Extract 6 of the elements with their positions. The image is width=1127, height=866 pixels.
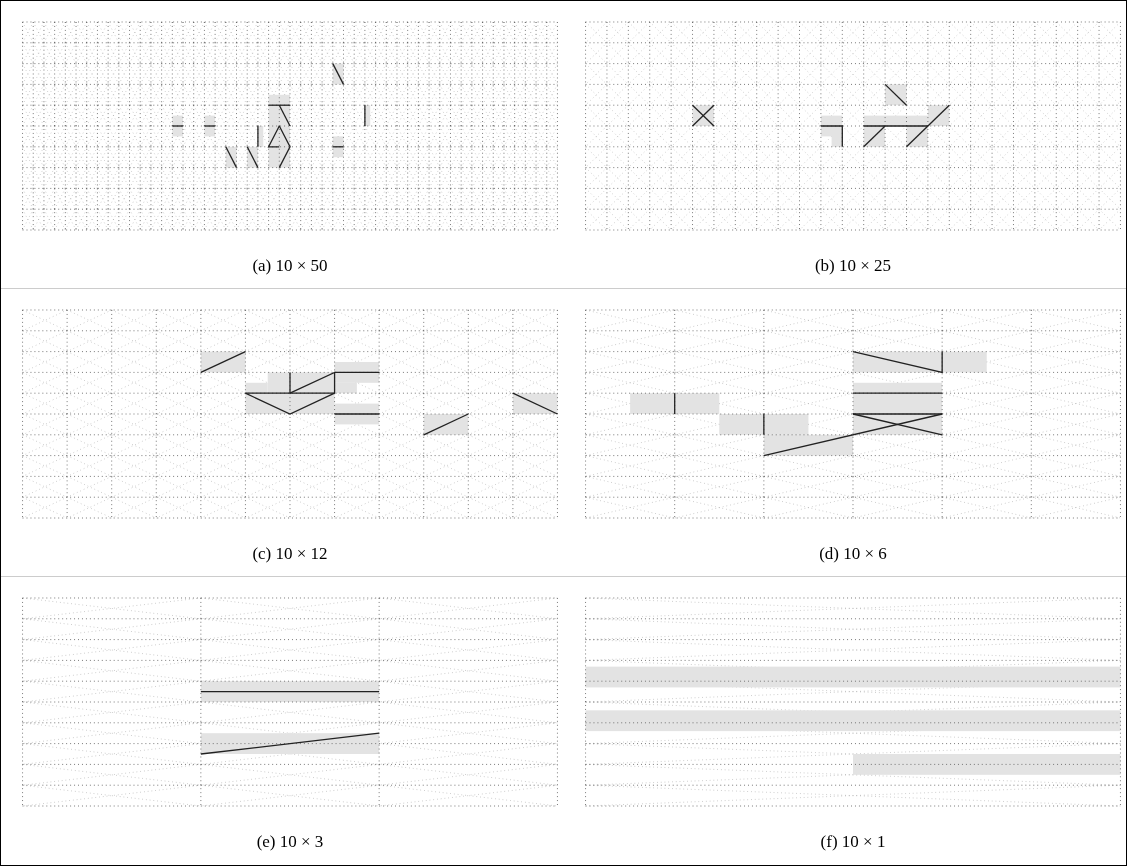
panel-caption: (e) 10 × 3: [256, 831, 324, 853]
panel-caption: (d) 10 × 6: [819, 543, 887, 565]
panel-caption: (c) 10 × 12: [252, 543, 328, 565]
panel-caption: (a) 10 × 50: [252, 255, 328, 277]
panel-caption: (b) 10 × 25: [814, 255, 892, 277]
panel-caption: (f) 10 × 1: [820, 831, 886, 853]
